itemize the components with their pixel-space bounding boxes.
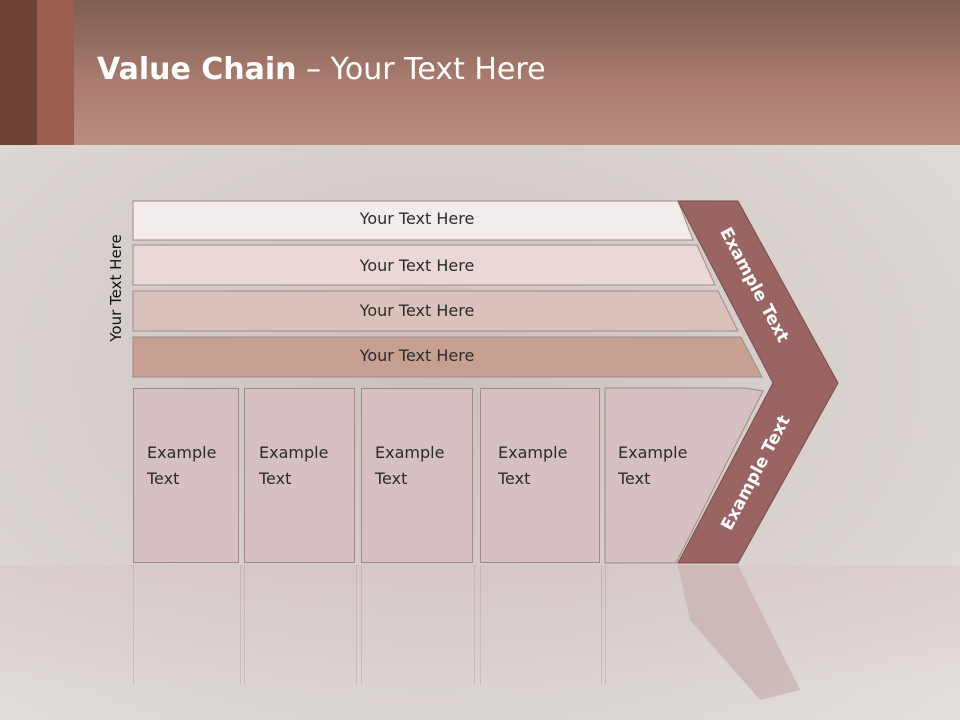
- title-rest: – Your Text Here: [296, 52, 546, 87]
- header-strip-dark: [0, 0, 37, 145]
- box-3-line2: Text: [375, 469, 408, 488]
- box-2-line1: Example: [259, 443, 329, 462]
- bar-2-shape: [132, 244, 716, 286]
- title-bold: Value Chain: [97, 52, 297, 87]
- box-2-line2: Text: [259, 469, 292, 488]
- box-4-text: Example Text: [498, 440, 608, 492]
- bar-1-label: Your Text Here: [359, 209, 475, 228]
- bar-4-shape: [132, 336, 763, 378]
- page-title: Value Chain – Your Text Here: [97, 52, 546, 87]
- reflection-box-3: [361, 565, 475, 685]
- bar-2-label: Your Text Here: [359, 256, 475, 275]
- box-4-line1: Example: [498, 443, 568, 462]
- bar-4-label: Your Text Here: [359, 346, 475, 365]
- reflection-box-4: [480, 565, 602, 685]
- box-2-text: Example Text: [259, 440, 369, 492]
- reflection-fade: [0, 565, 960, 720]
- box-4-line2: Text: [498, 469, 531, 488]
- box-3-text: Example Text: [375, 440, 485, 492]
- reflection-box-1: [133, 565, 241, 685]
- box-4: [480, 388, 600, 563]
- last-box-shape: [604, 387, 764, 564]
- header-strip-medium: [37, 0, 74, 145]
- box-5-text: Example Text: [618, 440, 728, 492]
- box-5-line2: Text: [618, 469, 651, 488]
- reflection-box-5: [605, 565, 678, 685]
- bar-1-shape: [132, 200, 694, 241]
- reflection-box-2: [244, 565, 357, 685]
- box-3: [361, 388, 473, 563]
- side-label: Your Text Here: [107, 234, 125, 342]
- box-1-line2: Text: [147, 469, 180, 488]
- chevron-arrow: [677, 200, 839, 564]
- box-3-line1: Example: [375, 443, 445, 462]
- box-1-line1: Example: [147, 443, 217, 462]
- box-1-text: Example Text: [147, 440, 257, 492]
- box-2: [244, 388, 355, 563]
- box-5-line1: Example: [618, 443, 688, 462]
- bar-3-label: Your Text Here: [359, 301, 475, 320]
- box-1: [133, 388, 239, 563]
- reflection: [0, 565, 960, 720]
- header-band: Value Chain – Your Text Here: [0, 0, 960, 145]
- bar-3-shape: [132, 290, 739, 332]
- chevron-reflection: [678, 565, 800, 700]
